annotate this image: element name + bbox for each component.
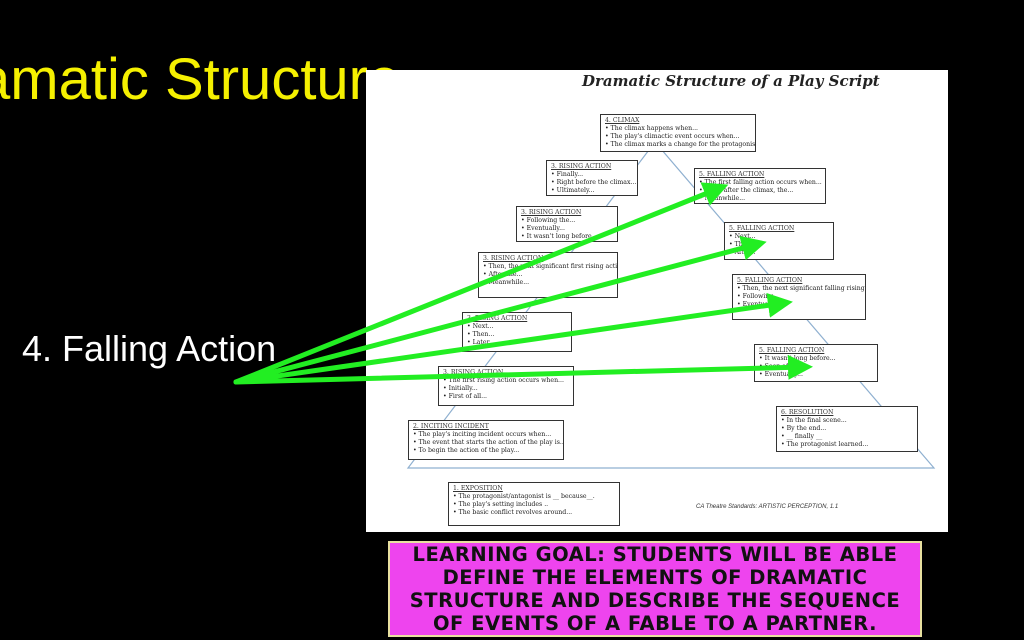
box-line: First of all... bbox=[443, 393, 569, 401]
box-line: Finally... bbox=[551, 171, 633, 179]
box-line: In the final scene... bbox=[781, 417, 913, 425]
box-line: The basic conflict revolves around... bbox=[453, 509, 615, 517]
box-line: The event that starts the action of the … bbox=[413, 439, 563, 447]
box-heading: 3. RISING ACTION bbox=[483, 255, 544, 262]
rising-action-box: 3. RISING ACTION Finally... Right before… bbox=[546, 160, 638, 196]
box-heading: 5. FALLING ACTION bbox=[737, 277, 803, 284]
falling-action-label: 4. Falling Action bbox=[22, 328, 277, 369]
box-heading: 2. INCITING INCIDENT bbox=[413, 423, 489, 430]
box-line: Then, the next significant falling risin… bbox=[737, 285, 865, 293]
learning-goal-line: STRUCTURE AND DESCRIBE THE SEQUENCE bbox=[409, 589, 901, 612]
box-heading: 3. RISING ACTION bbox=[521, 209, 582, 216]
box-line: Right after the climax, the... bbox=[699, 187, 821, 195]
box-line: It wasn't long before... bbox=[521, 233, 613, 241]
falling-action-box: 5. FALLING ACTION Then, the next signifi… bbox=[732, 274, 866, 320]
standards-note: CA Theatre Standards: ARTISTIC PERCEPTIO… bbox=[696, 504, 839, 510]
climax-box: 4. CLIMAX The climax happens when... The… bbox=[600, 114, 756, 152]
box-line: Then... bbox=[467, 331, 567, 339]
box-line: The first falling action occurs when... bbox=[699, 179, 822, 187]
box-line: Following the... bbox=[521, 217, 613, 225]
learning-goal-line: DEFINE THE ELEMENTS OF DRAMATIC bbox=[442, 566, 868, 589]
box-line: Following... bbox=[737, 293, 861, 301]
arrow-to-falling-action-1 bbox=[233, 182, 729, 385]
box-line: To begin the action of the play... bbox=[413, 447, 559, 455]
box-heading: 1. EXPOSITION bbox=[453, 485, 503, 492]
box-heading: 5. FALLING ACTION bbox=[699, 171, 765, 178]
learning-goal-banner: LEARNING GOAL: STUDENTS WILL BE ABLE DEF… bbox=[388, 541, 922, 637]
worksheet-title: Dramatic Structure of a Play Script bbox=[582, 72, 880, 90]
box-line: The play's climactic event occurs when..… bbox=[605, 133, 751, 141]
box-line: __ finally __ bbox=[781, 433, 913, 441]
box-line: The protagonist learned... bbox=[781, 441, 913, 449]
arrow-to-falling-action-4 bbox=[233, 354, 813, 385]
box-line: The play's setting includes .. bbox=[453, 501, 615, 509]
learning-goal-line: LEARNING GOAL: STUDENTS WILL BE ABLE bbox=[412, 543, 898, 566]
inciting-incident-box: 2. INCITING INCIDENT The play's inciting… bbox=[408, 420, 564, 460]
box-line: By the end... bbox=[781, 425, 913, 433]
box-line: Ultimately... bbox=[551, 187, 633, 195]
learning-goal-line: OF EVENTS OF A FABLE TO A PARTNER. bbox=[432, 612, 878, 635]
box-line: Later... bbox=[467, 339, 567, 347]
box-heading: 4. CLIMAX bbox=[605, 117, 640, 124]
resolution-box: 6. RESOLUTION In the final scene... By t… bbox=[776, 406, 918, 452]
box-line: Eventually... bbox=[759, 371, 873, 379]
slide-title: amatic Structure bbox=[0, 47, 401, 112]
arrow-to-falling-action-3 bbox=[233, 292, 793, 385]
falling-action-box: 5. FALLING ACTION It wasn't long before.… bbox=[754, 344, 878, 382]
exposition-box: 1. EXPOSITION The protagonist/antagonist… bbox=[448, 482, 620, 526]
box-line: The climax happens when... bbox=[605, 125, 751, 133]
box-line: The climax marks a change for the protag… bbox=[605, 141, 755, 149]
box-heading: 5. FALLING ACTION bbox=[759, 347, 825, 354]
box-heading: 5. FALLING ACTION bbox=[729, 225, 795, 232]
arrow-to-falling-action-2 bbox=[233, 236, 767, 385]
box-line: The protagonist/antagonist is __ because… bbox=[453, 493, 615, 501]
box-heading: 3. RISING ACTION bbox=[467, 315, 528, 322]
box-line: Eventually... bbox=[521, 225, 613, 233]
box-heading: 6. RESOLUTION bbox=[781, 409, 834, 416]
box-line: Next... bbox=[467, 323, 567, 331]
box-line: Then, the next significant first rising … bbox=[483, 263, 617, 271]
box-line: The play's inciting incident occurs when… bbox=[413, 431, 559, 439]
box-heading: 3. RISING ACTION bbox=[443, 369, 504, 376]
box-line: Right before the climax... bbox=[551, 179, 637, 187]
box-line: Meanwhile... bbox=[483, 279, 613, 287]
box-line: Initially... bbox=[443, 385, 569, 393]
box-line: The first rising action occurs when... bbox=[443, 377, 569, 385]
box-heading: 3. RISING ACTION bbox=[551, 163, 612, 170]
